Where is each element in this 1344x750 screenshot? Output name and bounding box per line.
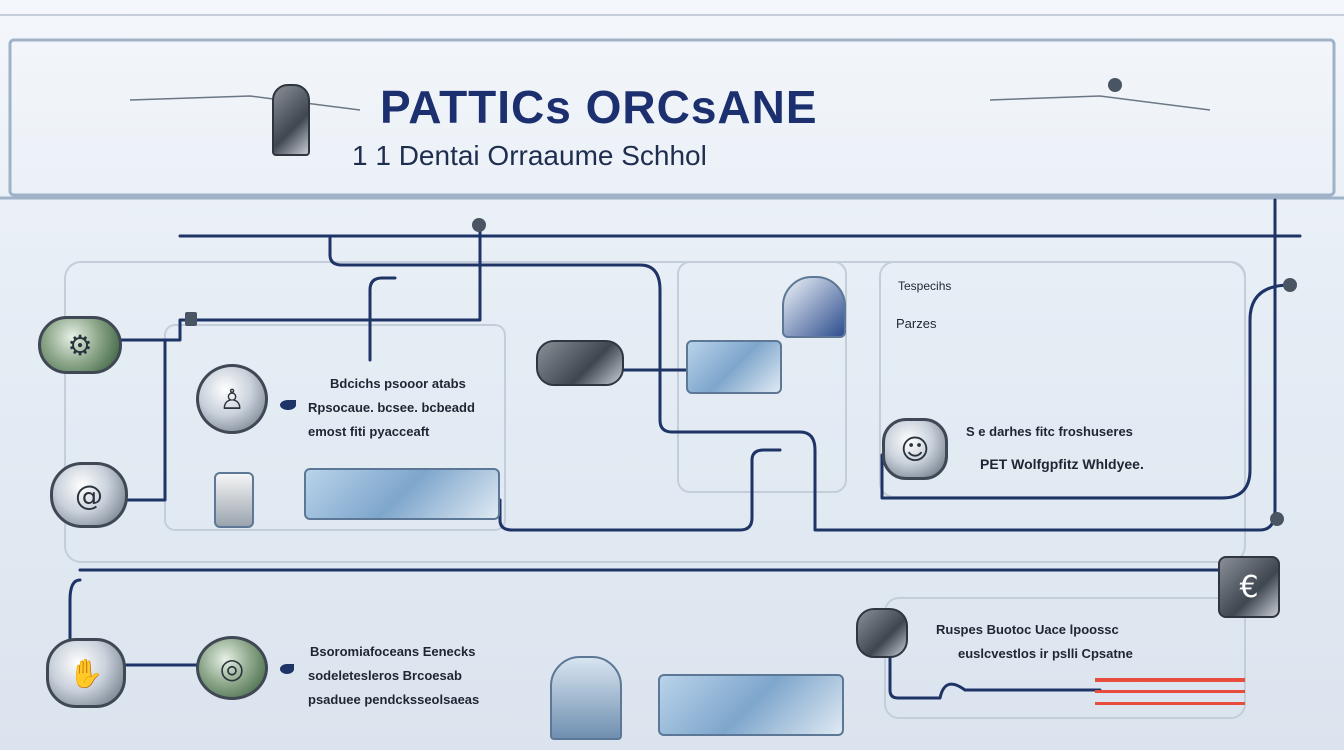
portrait-frame <box>782 276 846 338</box>
hand-icon[interactable]: ✋ <box>46 638 126 708</box>
house-icon[interactable] <box>550 656 622 740</box>
euro-icon[interactable]: € <box>1218 556 1280 618</box>
wire-b <box>328 198 1277 532</box>
page-subtitle: 1 1 Dentai Orraaume Schhol <box>352 140 707 171</box>
hand-glyph: ✋ <box>68 656 104 690</box>
header-wires <box>129 95 1211 111</box>
wire-c <box>368 276 397 362</box>
spiral-icon[interactable]: @ <box>50 462 128 528</box>
left-group-line-3: emost fiti pyacceaft <box>308 424 430 439</box>
outer-frames <box>0 38 1344 200</box>
stripe <box>1095 702 1245 705</box>
dental-tool-image <box>536 340 624 386</box>
panel-outline-main <box>64 261 1246 563</box>
top-frame-line <box>0 14 1344 16</box>
spiral-glyph: @ <box>75 478 103 512</box>
pin-left <box>185 312 197 326</box>
tooth-icon[interactable] <box>214 472 254 528</box>
portrait-icon[interactable]: ☺ <box>882 418 948 480</box>
equipment-image <box>304 468 500 520</box>
header-wire-right <box>989 95 1211 111</box>
euro-glyph: € <box>1239 569 1259 605</box>
figure-icon <box>272 84 310 156</box>
portrait-glyph: ☺ <box>900 432 930 466</box>
pin-top-mid <box>472 218 486 232</box>
arrow-pin <box>280 400 296 410</box>
header-pin-right <box>1108 78 1122 92</box>
wire-f <box>498 448 782 532</box>
header-wire-left <box>129 95 361 111</box>
bottom-right-line-2: euslcvestlos ir pslli Cpsatne <box>958 646 1133 661</box>
header-frame <box>8 38 1336 197</box>
profile-icon[interactable] <box>856 608 908 658</box>
wire-k <box>888 638 1102 700</box>
gear-icon[interactable]: ⚙ <box>38 316 122 374</box>
top-right-line-2: Parzes <box>896 316 937 331</box>
gear-glyph: ⚙ <box>67 328 93 362</box>
stripe <box>1095 678 1245 682</box>
bottom-right-line-1: Ruspes Buotoc Uace lpoossc <box>936 622 1119 637</box>
right-middle-line-1: S e darhes fitc froshuseres <box>966 424 1133 439</box>
wire-h <box>880 283 1292 500</box>
building-image <box>658 674 844 736</box>
wires <box>68 198 1302 700</box>
bottom-left-line-2: sodeletesleros Brcoesab <box>308 668 462 683</box>
wire-d <box>118 338 167 502</box>
arrow-pin-bottom <box>280 664 294 674</box>
bottom-left-line-1: Bsoromiafoceans Eenecks <box>310 644 476 659</box>
person-glyph: ♙ <box>219 382 245 416</box>
wire-a <box>163 228 482 342</box>
lens-glyph: ◎ <box>219 651 245 685</box>
panel-outline-bottom-right <box>884 597 1246 719</box>
wire-i <box>68 568 1232 642</box>
left-group-line-2: Rpsocaue. bcsee. bcbeadd <box>308 400 475 415</box>
person-icon[interactable]: ♙ <box>196 364 268 434</box>
stripe <box>1095 690 1245 693</box>
left-group-line-1: Bdcichs psooor atabs <box>330 376 466 391</box>
page-title: PATTICs ORCsANE <box>380 81 818 133</box>
right-middle-line-2: PET Wolfgpfitz Whldyee. <box>980 456 1144 472</box>
pin-right-mid <box>1270 512 1284 526</box>
bottom-right-stripes <box>1095 678 1245 705</box>
pin-right-top <box>1283 278 1297 292</box>
scanner-image <box>686 340 782 394</box>
top-right-line-1: Tespecihs <box>898 279 952 293</box>
bottom-left-line-3: psaduee pendcksseolsaeas <box>308 692 480 707</box>
lens-icon[interactable]: ◎ <box>196 636 268 700</box>
